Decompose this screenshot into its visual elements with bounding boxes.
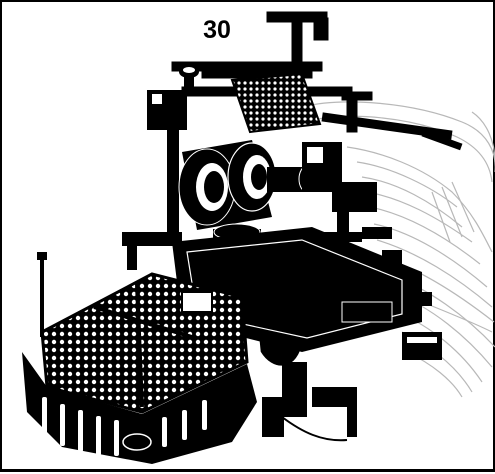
left-frame: [122, 90, 187, 270]
figure-number: 30: [203, 16, 231, 44]
upper-mesh-panel: [230, 72, 322, 134]
lower-right-parts: [262, 362, 357, 437]
top-frame: [171, 11, 463, 151]
filler-cap: [179, 66, 199, 96]
air-cleaner: [178, 140, 316, 230]
cable: [281, 416, 348, 442]
engine-block: [22, 352, 257, 464]
dipstick: [37, 252, 47, 337]
lower-mesh-tray: [40, 272, 249, 414]
